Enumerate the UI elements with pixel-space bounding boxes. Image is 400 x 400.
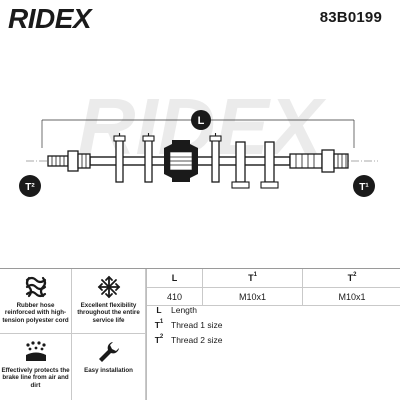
spec-header-thread-1: T1	[201, 269, 303, 288]
spec-value-thread-2: M10x1	[302, 287, 400, 306]
brand-logo: RIDEX	[8, 2, 128, 34]
feature-text: Easy installation	[84, 367, 133, 374]
legend-row-thread-1: T1 Thread 1 size	[154, 319, 223, 330]
legend-row-length: L Length	[156, 305, 197, 315]
woven-mesh-icon	[0, 274, 71, 300]
spec-table: L T1 T2 410 M10x1 M10x1	[147, 269, 400, 306]
spec-header-length: L	[147, 269, 203, 288]
dust-shield-icon	[0, 339, 71, 365]
feature-text: Rubber hose reinforced with high-tension…	[2, 302, 69, 324]
bracket-5	[260, 141, 279, 189]
hose-drawing-svg: RIDEX L	[19, 82, 378, 197]
length-marker	[191, 110, 211, 130]
ridex-logo: RIDEX	[8, 4, 94, 32]
thread-2-marker	[19, 175, 41, 197]
bracket-3	[209, 133, 222, 183]
spec-value-row: 410 M10x1 M10x1	[147, 287, 400, 306]
thread-1-marker	[353, 175, 375, 197]
brand-name: RIDEX	[8, 4, 94, 32]
part-number: 83B0199	[319, 9, 382, 26]
bracket-4	[231, 141, 250, 189]
feature-text: Effectively protects the brake line from…	[1, 367, 70, 389]
length-marker-label: L	[198, 115, 205, 127]
feature-grid: Rubber hose reinforced with high-tension…	[0, 269, 146, 400]
feature-reinforced: Rubber hose reinforced with high-tension…	[0, 269, 72, 334]
grommet	[164, 140, 198, 182]
section-divider	[0, 268, 400, 269]
spec-value-thread-1: M10x1	[201, 287, 303, 306]
bracket-2	[142, 133, 155, 183]
spec-value-length: 410	[147, 287, 203, 306]
feature-flexibility: Excellent flexibility throughout the ent…	[72, 269, 146, 334]
right-fitting	[289, 149, 349, 173]
legend: L Length T1 Thread 1 size T2 Thread 2 si…	[147, 305, 400, 350]
header: RIDEX 83B0199	[0, 0, 400, 36]
spec-header-row: L T1 T2	[147, 269, 400, 288]
bracket-1	[113, 133, 126, 183]
feature-protection: Effectively protects the brake line from…	[0, 334, 72, 400]
hose-drawing: RIDEX L	[0, 36, 400, 268]
feature-installation: Easy installation	[72, 334, 146, 400]
spec-panel: L T1 T2 410 M10x1 M10x1 L Length T1 Thre…	[146, 269, 400, 400]
feature-text: Excellent flexibility throughout the ent…	[77, 302, 140, 324]
wrench-icon	[72, 339, 145, 365]
thread-1-marker-label: T¹	[359, 182, 369, 193]
spec-header-thread-2: T2	[302, 269, 400, 288]
legend-row-thread-2: T2 Thread 2 size	[154, 334, 223, 345]
left-fitting	[47, 150, 91, 172]
thread-2-marker-label: T²	[25, 182, 35, 193]
flex-arrows-icon	[72, 274, 145, 300]
